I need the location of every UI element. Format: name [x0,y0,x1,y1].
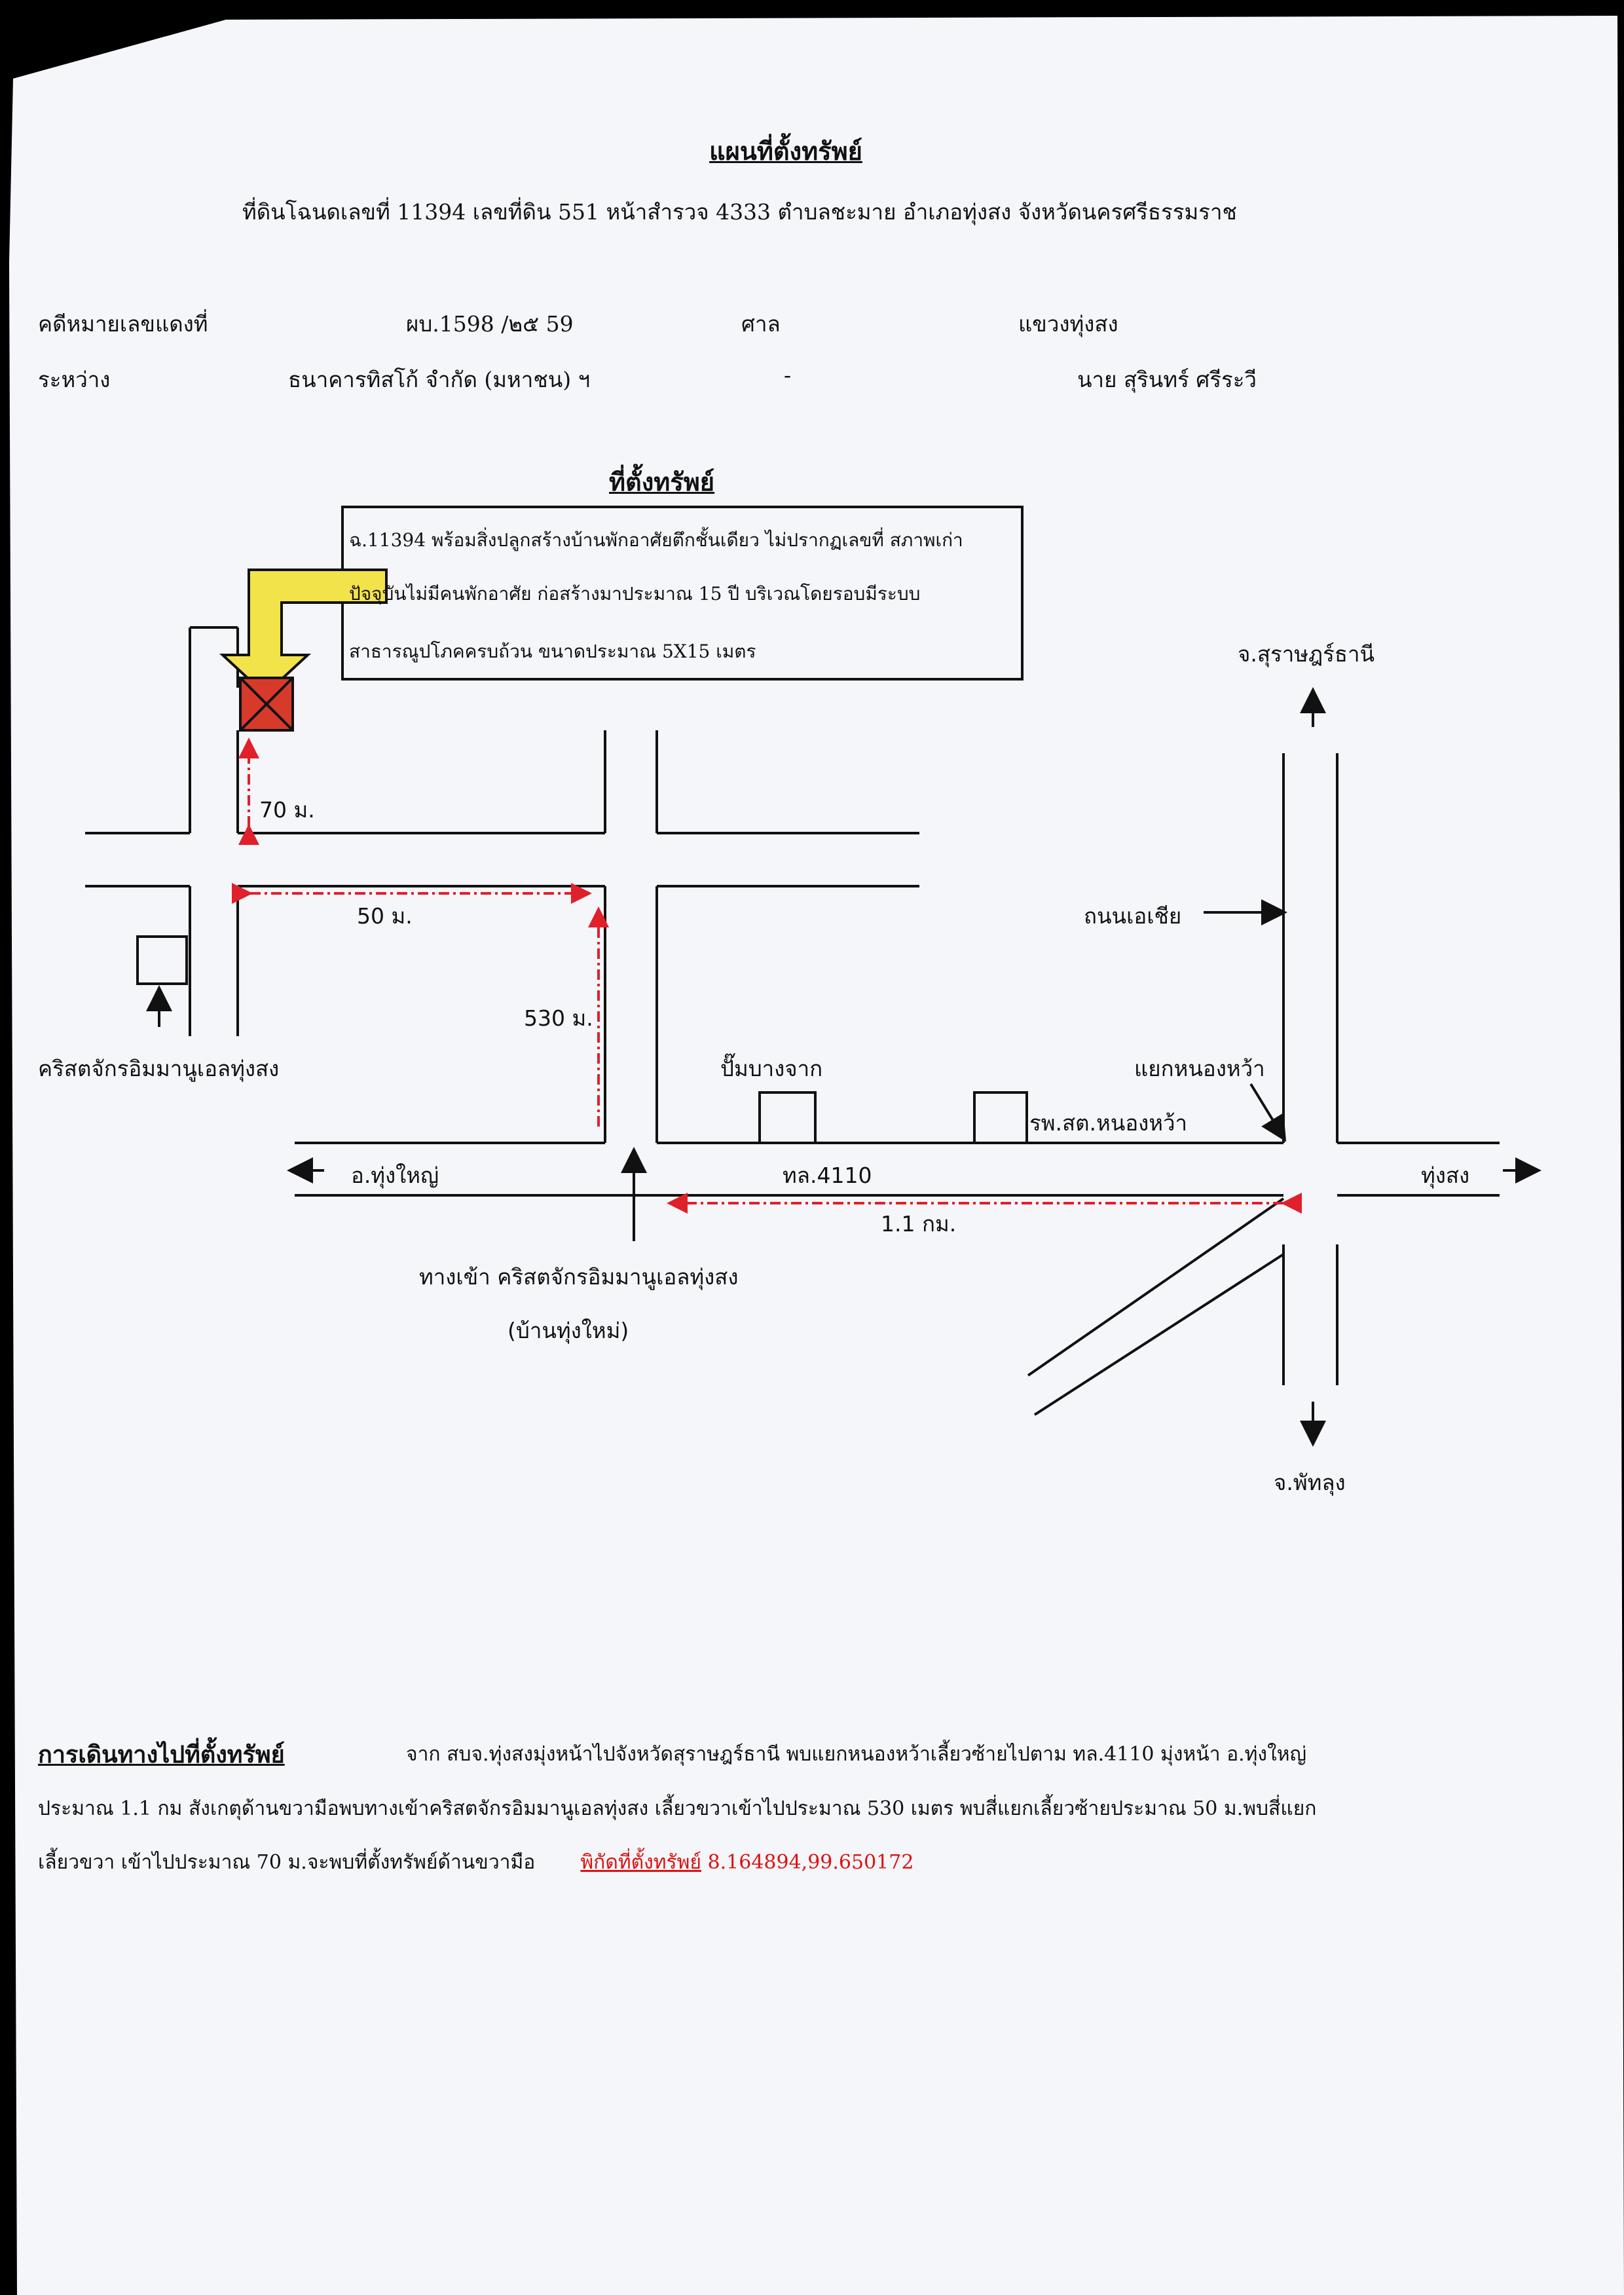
property-box-line-3: สาธารณูปโภคครบถ้วน ขนาดประมาณ 5X15 เมตร [349,641,756,662]
thung-yai-label: อ.ทุ่งใหญ่ [351,1163,439,1188]
coordinates-value: 8.164894,99.650172 [707,1851,914,1874]
case-number: ผบ.1598 /๒๕ 59 [406,311,574,337]
route-4110-label: ทล.4110 [783,1163,872,1188]
church-label: คริสตจักรอิมมานูเอลทุ่งสง [38,1056,280,1081]
junction-label: แยกหนองหว้า [1134,1056,1265,1081]
property-marker [239,677,294,732]
defendant-name: นาย สุรินทร์ ศรีระวี [1077,367,1257,392]
junction-arrow [1249,1083,1287,1142]
phatthalung-label: จ.พัทลุง [1274,1470,1346,1495]
pump-station-label: ปั๊มบางจาก [720,1056,823,1081]
parties-label: ระหว่าง [38,367,111,392]
deed-description: ที่ดินโฉนดเลขที่ 11394 เลขที่ดิน 551 หน้… [242,199,1237,225]
property-box-line-1: ฉ.11394 พร้อมสิ่งปลูกสร้างบ้านพักอาศัยตึ… [349,529,963,551]
directions-line-3-text: เลี้ยวขวา เข้าไปประมาณ 70 ม.จะพบที่ตั้งท… [38,1851,536,1874]
court-name: แขวงทุ่งสง [1018,311,1118,337]
location-heading: ที่ตั้งทรัพย์ [609,467,715,496]
dimension-lines [232,737,1302,1214]
surat-thani-label: จ.สุราษฎร์ธานี [1238,641,1375,667]
pointer-arrow [219,569,388,696]
church-building [136,935,188,985]
asia-road-label: ถนนเอเชีย [1084,903,1182,929]
versus-dash: - [784,362,792,388]
coordinates-label: พิกัดที่ตั้งทรัพย์ [580,1851,701,1874]
main-road [295,1142,1500,1197]
distance-530m: 530 ม. [524,1005,593,1031]
directions-line-2: ประมาณ 1.1 กม สังเกตุด้านขวามือพบทางเข้า… [38,1797,1317,1820]
distance-50m: 50 ม. [357,903,413,929]
distance-1-1km: 1.1 กม. [881,1211,957,1237]
ban-thung-mai-label: (บ้านทุ่งใหม่) [507,1318,629,1343]
directions-line-1: จาก สบจ.ทุ่งสงมุ่งหน้าไปจังหวัดสุราษฎร์ธ… [406,1743,1307,1766]
directions-heading: การเดินทางไปที่ตั้งทรัพย์ [38,1741,285,1768]
court-label: ศาล [741,311,781,337]
thung-song-label: ทุ่งสง [1421,1163,1470,1188]
case-number-label: คดีหมายเลขแดงที่ [38,311,208,337]
directions-line-3: เลี้ยวขวา เข้าไปประมาณ 70 ม.จะพบที่ตั้งท… [38,1847,913,1878]
hospital-building [973,1091,1028,1144]
pump-station-building [758,1091,817,1144]
property-box-line-2: ปัจจุบันไม่มีคนพักอาศัย ก่อสร้างมาประมาณ… [349,583,921,605]
page-title: แผนที่ตั้งทรัพย์ [709,136,862,166]
asia-highway [1027,753,1338,1416]
plaintiff-name: ธนาคารทิสโก้ จำกัด (มหาชน) ฯ [288,367,591,392]
distance-70m: 70 ม. [259,797,315,823]
entrance-label: ทางเข้า คริสตจักรอิมมานูเอลทุ่งสง [419,1264,739,1290]
hospital-label: รพ.สต.หนองหว้า [1029,1110,1188,1136]
